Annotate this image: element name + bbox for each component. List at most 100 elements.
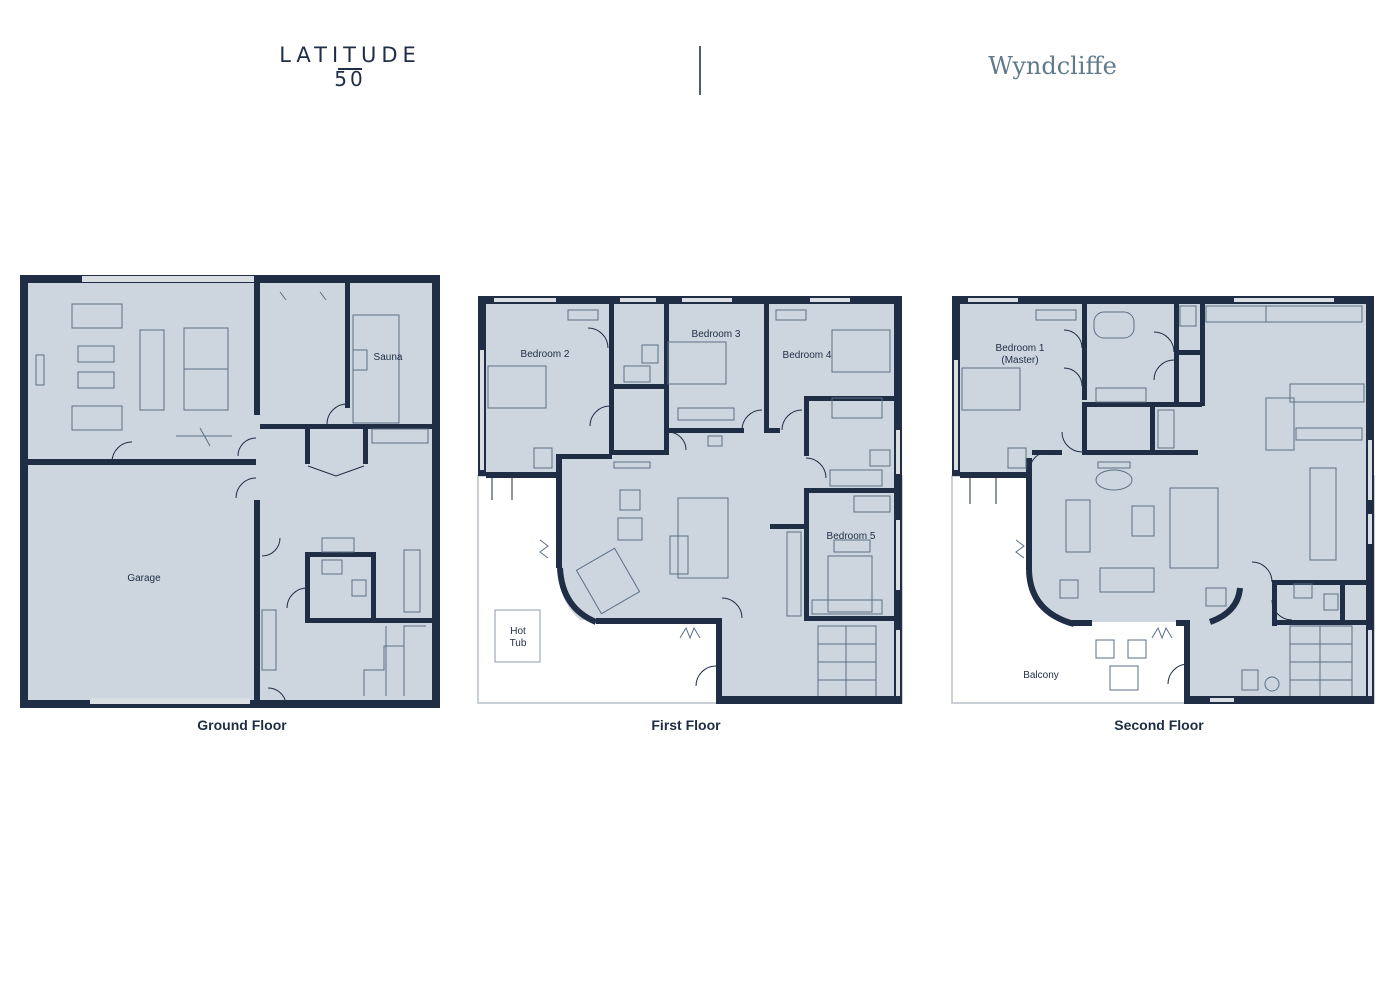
wall: [1272, 580, 1370, 585]
desk-icon: [1157, 409, 1175, 449]
table-icon: [1131, 505, 1155, 537]
curved-wall: [557, 567, 598, 625]
wall: [1072, 620, 1092, 626]
terrace-door-icon: [491, 478, 513, 500]
sofa-icon: [139, 329, 165, 411]
dining-table-icon: [575, 547, 641, 615]
wall: [1272, 580, 1277, 626]
first-furniture: [487, 309, 891, 696]
stools-icon: [1295, 427, 1363, 441]
table-icon: [707, 435, 723, 447]
logo-number: 50: [334, 67, 366, 91]
sofa-icon: [1065, 499, 1091, 553]
kitchen-counter-icon: [1265, 305, 1363, 323]
door-icon: [1271, 599, 1293, 621]
balcony-door-icon: [969, 478, 997, 504]
room-label-hot-tub-line2: Tub: [510, 638, 527, 649]
door-icon: [805, 457, 827, 479]
wall: [1176, 620, 1190, 626]
second-furniture: [961, 305, 1365, 696]
room-label-sauna: Sauna: [374, 352, 403, 363]
door-icon: [1063, 367, 1083, 387]
window: [682, 298, 732, 302]
toilet-icon: [533, 447, 553, 469]
table-icon: [669, 535, 689, 575]
wall: [1174, 350, 1202, 355]
door-icon: [589, 405, 611, 427]
bathtub-icon: [1093, 311, 1135, 339]
bed-icon: [827, 555, 873, 613]
shelf-icon: [775, 309, 807, 321]
wall: [363, 424, 368, 464]
wall: [960, 472, 1030, 478]
wall: [804, 616, 898, 621]
logo-word: LATITUDE: [279, 43, 421, 67]
chair-icon: [1095, 639, 1115, 659]
sink-icon: [829, 469, 883, 487]
wall: [1082, 402, 1202, 407]
bed-icon: [961, 367, 1021, 411]
wall: [804, 488, 809, 620]
heater-icon: [352, 349, 368, 371]
wall: [716, 620, 722, 704]
wall: [254, 500, 260, 704]
second-doors: [969, 329, 1293, 685]
wall: [1340, 580, 1345, 620]
wall: [1150, 406, 1155, 454]
wall: [609, 450, 669, 455]
first-floor-plan: Hot Tub Bedroom 2 Bedroom 3 Bedroom 4 Be…: [477, 296, 903, 733]
logo-bar: [338, 68, 362, 70]
sink-icon: [321, 537, 355, 553]
shelf-icon: [1097, 461, 1131, 469]
wall: [1082, 304, 1087, 400]
room-label-bedroom-2: Bedroom 2: [521, 349, 570, 360]
wall: [764, 304, 769, 432]
table-icon: [77, 371, 115, 389]
shelf-icon: [567, 309, 599, 321]
wall: [770, 524, 806, 529]
wall: [305, 424, 310, 464]
sofa-icon: [677, 497, 729, 579]
room-label-hot-tub-line1: Hot: [510, 626, 526, 637]
second-floor-plan: Bedroom 1 (Master) Balcony Second Floor: [951, 296, 1375, 733]
kitchen-island-icon: [1289, 383, 1365, 403]
first-floor-area: [482, 300, 898, 700]
door-icon: [261, 537, 281, 557]
wall: [1200, 304, 1205, 406]
table-icon: [1109, 665, 1139, 691]
door-icon: [695, 665, 717, 687]
wall: [609, 384, 614, 454]
double-door-icon: [307, 465, 365, 477]
wall: [596, 618, 722, 624]
room-label-balcony: Balcony: [1023, 670, 1059, 681]
bench-icon: [261, 609, 277, 671]
armchair-icon: [1059, 579, 1079, 599]
toilet-icon: [869, 449, 891, 467]
sofa-icon: [71, 303, 123, 329]
door-icon: [326, 403, 348, 425]
wall: [804, 488, 894, 493]
wall: [305, 552, 310, 622]
window: [810, 298, 850, 302]
basin-icon: [1264, 676, 1280, 692]
caption-ground-floor: Ground Floor: [197, 717, 287, 733]
window: [1368, 440, 1372, 500]
wall: [24, 459, 256, 465]
window: [480, 350, 484, 470]
toilet-icon: [1241, 669, 1259, 691]
window: [1368, 630, 1372, 696]
shower-icon: [279, 291, 327, 301]
sink-icon: [623, 365, 651, 383]
sink-icon: [1293, 583, 1313, 599]
gym-machine-icon: [176, 427, 232, 447]
bench-icon: [403, 549, 421, 613]
wall: [894, 296, 902, 704]
sink-icon: [1095, 387, 1147, 403]
caption-first-floor: First Floor: [651, 717, 721, 733]
door-icon: [1251, 561, 1273, 583]
shelf-icon: [833, 539, 871, 553]
sofa-icon: [1099, 567, 1155, 593]
door-icon: [1153, 331, 1175, 353]
window: [896, 520, 900, 590]
